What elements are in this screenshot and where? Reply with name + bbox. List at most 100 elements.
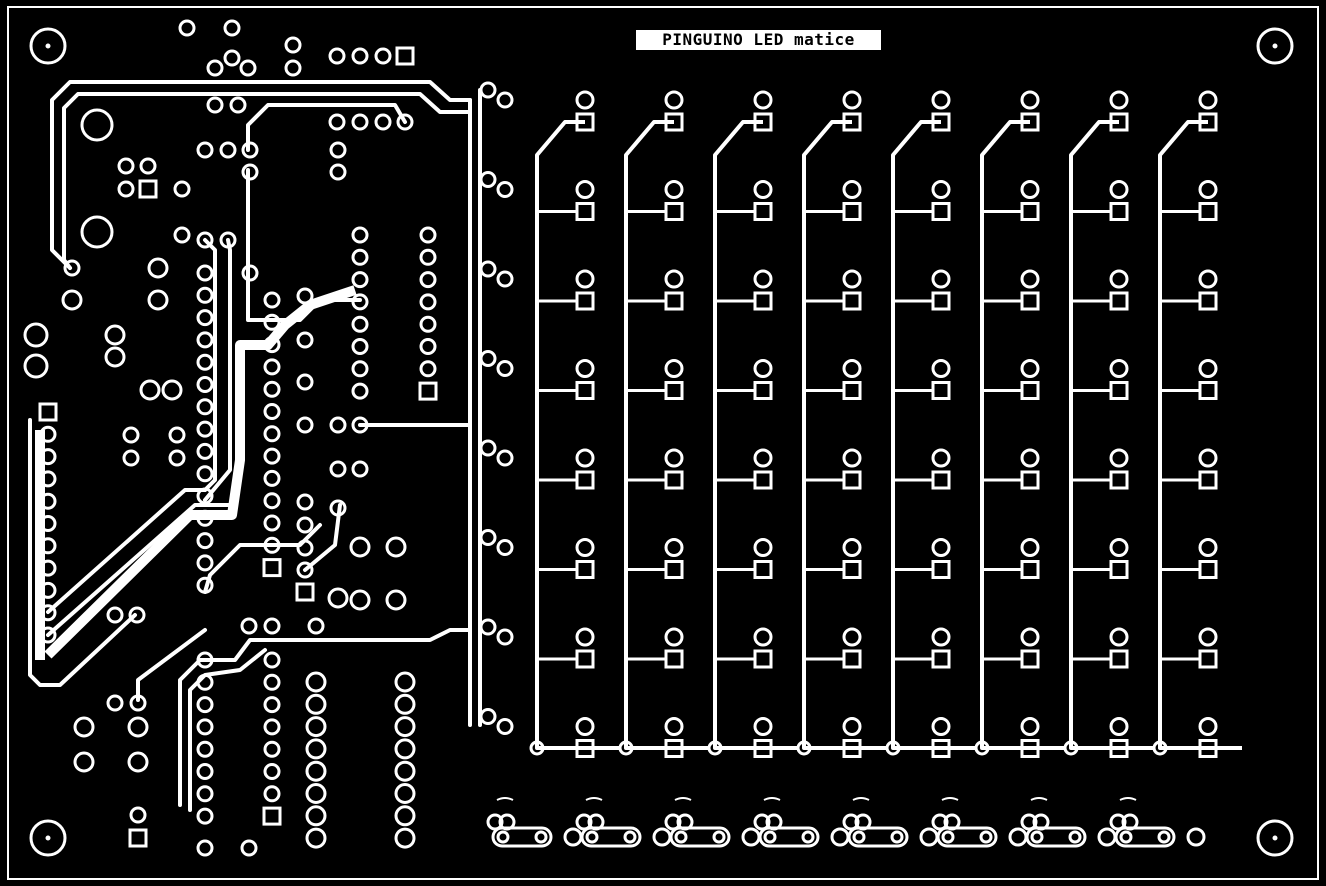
- led-column: [618, 90, 708, 758]
- pad-round-icon: [39, 581, 57, 599]
- pad-round-icon: [674, 830, 688, 844]
- pad-round-icon: [931, 627, 951, 647]
- pad-round-icon: [1198, 180, 1218, 199]
- pad-round-icon: [263, 313, 281, 331]
- pad-round-icon: [263, 651, 281, 669]
- pad-round-icon: [842, 90, 862, 110]
- pad-round-icon: [39, 515, 57, 532]
- pad-round-icon: [39, 448, 57, 466]
- pad-round-icon: [707, 740, 723, 756]
- mounting-hole-icon: [29, 27, 67, 65]
- pad-round-icon: [305, 716, 327, 738]
- pad-round-icon: [39, 604, 57, 622]
- pad-round-icon: [479, 529, 497, 546]
- pad-round-icon: [196, 420, 214, 438]
- trace-icon: [1119, 797, 1137, 801]
- pad-round-icon: [753, 90, 773, 110]
- pad-round-icon: [419, 226, 437, 244]
- pad-round-icon: [575, 448, 595, 468]
- pad-round-icon: [575, 90, 595, 110]
- pad-round-icon: [496, 539, 514, 556]
- pad-round-icon: [196, 331, 214, 349]
- pad-round-icon: [196, 576, 214, 594]
- pad-round-icon: [1157, 830, 1171, 844]
- trace-icon: [1114, 826, 1176, 848]
- pad-round-icon: [974, 740, 990, 756]
- pad-round-icon: [753, 180, 773, 199]
- pad-round-icon: [753, 813, 771, 831]
- pad-round-icon: [753, 448, 773, 468]
- pad-round-icon: [1020, 627, 1040, 647]
- led-column: [707, 90, 797, 758]
- pad-round-icon: [419, 271, 437, 289]
- pad-round-icon: [196, 673, 214, 691]
- pad-round-icon: [1198, 627, 1218, 647]
- pad-square-icon: [842, 112, 862, 132]
- pad-round-icon: [479, 439, 497, 457]
- pad-round-icon: [196, 532, 214, 550]
- pad-round-icon: [1020, 538, 1040, 557]
- pad-round-icon: [842, 717, 862, 736]
- pad-round-icon: [351, 293, 369, 311]
- led-column: [529, 90, 619, 758]
- pad-round-icon: [712, 830, 726, 844]
- pad-round-icon: [305, 827, 327, 849]
- pad-square-icon: [753, 112, 773, 132]
- pad-round-icon: [801, 830, 815, 844]
- pad-round-icon: [931, 269, 951, 289]
- pad-round-icon: [664, 813, 682, 831]
- pad-round-icon: [263, 469, 281, 487]
- pad-round-icon: [1198, 359, 1218, 378]
- pad-round-icon: [1063, 740, 1079, 756]
- pad-round-icon: [496, 449, 514, 467]
- board-title: PINGUINO LED matice: [636, 30, 881, 50]
- pad-round-icon: [263, 403, 281, 420]
- trace-icon: [763, 797, 781, 801]
- pad-round-icon: [263, 785, 281, 803]
- pad-round-icon: [931, 538, 951, 557]
- pad-square-icon: [664, 112, 684, 132]
- pad-round-icon: [263, 358, 281, 376]
- pad-round-icon: [1020, 180, 1040, 199]
- pad-round-icon: [1020, 448, 1040, 468]
- pad-round-icon: [941, 830, 955, 844]
- pad-round-icon: [196, 398, 214, 416]
- pad-square-icon: [1109, 112, 1129, 132]
- pad-round-icon: [196, 376, 214, 393]
- trace-icon: [496, 797, 514, 801]
- led-column: [885, 90, 975, 758]
- trace-icon: [852, 797, 870, 801]
- pad-round-icon: [39, 626, 57, 644]
- pad-round-icon: [305, 805, 327, 827]
- pad-round-icon: [263, 447, 281, 465]
- pad-round-icon: [196, 651, 214, 669]
- transistor-row: [486, 797, 1206, 848]
- pad-round-icon: [196, 442, 214, 460]
- trace-icon: [1030, 797, 1048, 801]
- pad-round-icon: [664, 269, 684, 289]
- pad-round-icon: [1109, 813, 1127, 831]
- mounting-holes: [29, 27, 1294, 857]
- pad-round-icon: [575, 717, 595, 736]
- pad-round-icon: [664, 717, 684, 736]
- pad-round-icon: [753, 627, 773, 647]
- pad-round-icon: [394, 693, 416, 715]
- pad-round-icon: [263, 514, 281, 532]
- pad-round-icon: [394, 760, 416, 782]
- component-pads: [38, 81, 514, 849]
- pad-round-icon: [664, 627, 684, 647]
- trace-icon: [580, 826, 642, 848]
- pad-round-icon: [196, 807, 214, 825]
- pad-round-icon: [796, 740, 812, 756]
- pad-round-icon: [196, 487, 214, 505]
- pad-round-icon: [931, 359, 951, 378]
- pad-round-icon: [479, 618, 497, 636]
- pad-round-icon: [496, 628, 514, 646]
- pad-round-icon: [196, 309, 214, 327]
- pad-round-icon: [623, 830, 637, 844]
- pad-round-icon: [979, 830, 993, 844]
- pad-round-icon: [664, 90, 684, 110]
- pad-round-icon: [1109, 627, 1129, 647]
- pad-round-icon: [479, 708, 497, 725]
